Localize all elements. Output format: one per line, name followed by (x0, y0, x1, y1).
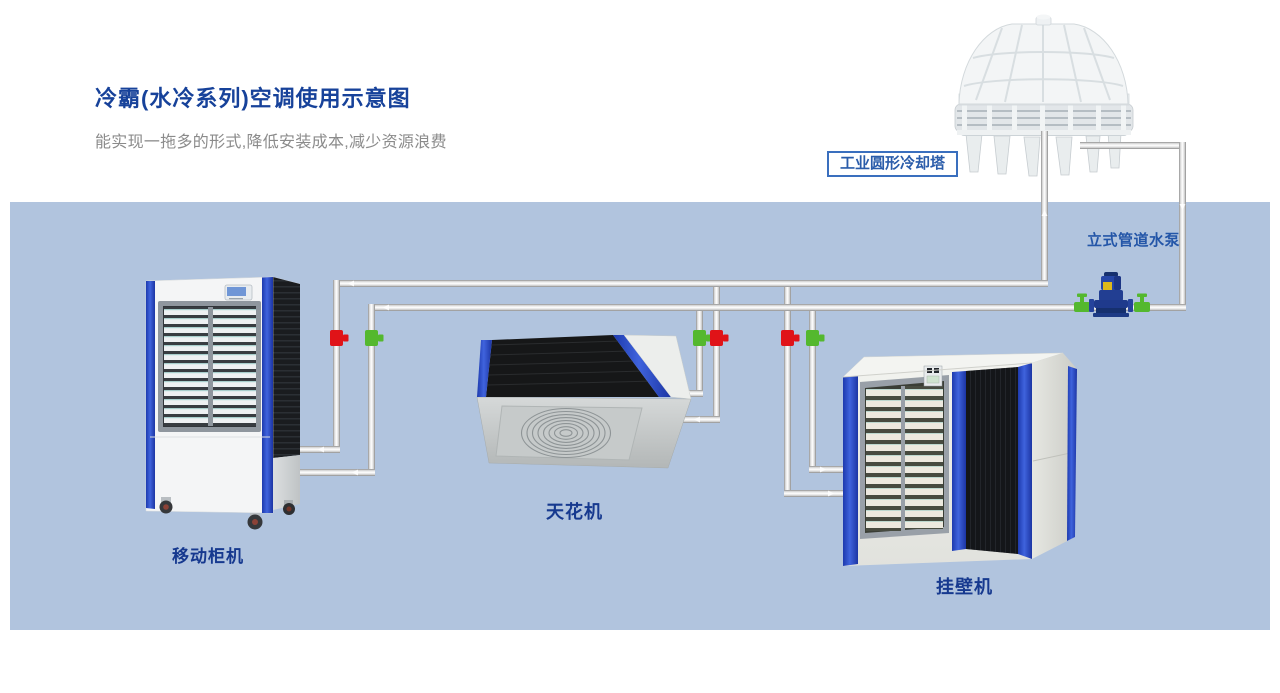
valve-red-icon (330, 330, 349, 346)
wall-unit-illustration (842, 352, 1077, 566)
ceiling-vent-rings (520, 407, 612, 459)
cabinet-louver-right (213, 307, 256, 426)
cabinet-side-lower (273, 455, 300, 510)
ceiling-unit-illustration (476, 334, 692, 469)
valve-green-icon (365, 330, 384, 346)
ceiling-stripe-blue (613, 335, 671, 397)
tower-top-cap (1036, 14, 1051, 20)
tower-louver-posts (962, 104, 1126, 132)
pipe-return-line (291, 131, 1048, 497)
cabinet-stripe-left (146, 281, 155, 509)
mobile-cabinet-label: 移动柜机 (172, 547, 244, 566)
wall-unit-stripe-mid-left (952, 371, 966, 551)
cabinet-display-screen (227, 287, 246, 296)
cooling-tower-label: 工业圆形冷却塔 (827, 151, 958, 177)
ceiling-stripe-left (477, 340, 492, 397)
cabinet-stripe-right (262, 277, 273, 513)
ceiling-vent-recess (495, 405, 643, 461)
valve-green-icon (1134, 293, 1150, 312)
mobile-cabinet-illustration (145, 276, 301, 530)
page-title: 冷霸(水冷系列)空调使用示意图 (95, 86, 411, 111)
valve-red-icon (710, 330, 729, 346)
tower-dome-ribs (963, 24, 1124, 103)
wall-unit-louver-right (905, 386, 943, 529)
cabinet-caster-wheels (159, 497, 295, 530)
cabinet-side-coil (273, 277, 300, 458)
valve-green-icon (1074, 293, 1090, 312)
wall-unit-louver-left (866, 389, 901, 531)
wall-unit-stripe-far-right (1067, 366, 1077, 541)
ceiling-coil-fins (486, 340, 656, 386)
valve-green-icon (693, 330, 712, 346)
valve-red-icon (781, 330, 800, 346)
pipe-network (291, 131, 1186, 497)
wall-unit-stripe-left (843, 376, 858, 566)
wall-unit-stripe-mid-right (1018, 363, 1032, 559)
valve-green-icon (806, 330, 825, 346)
water-pump-illustration (1089, 272, 1133, 317)
ceiling-top-white (623, 334, 692, 400)
valve-icons (330, 293, 1150, 346)
wall-unit-label: 挂壁机 (936, 577, 993, 597)
pump-label: 立式管道水泵 (1087, 232, 1181, 249)
page-subtitle: 能实现一拖多的形式,降低安装成本,减少资源浪费 (95, 134, 447, 151)
cooling-tower-illustration (954, 14, 1134, 177)
ceiling-unit-label: 天花机 (546, 502, 603, 522)
cabinet-louver-left (164, 307, 208, 426)
tower-legs (965, 132, 1122, 177)
